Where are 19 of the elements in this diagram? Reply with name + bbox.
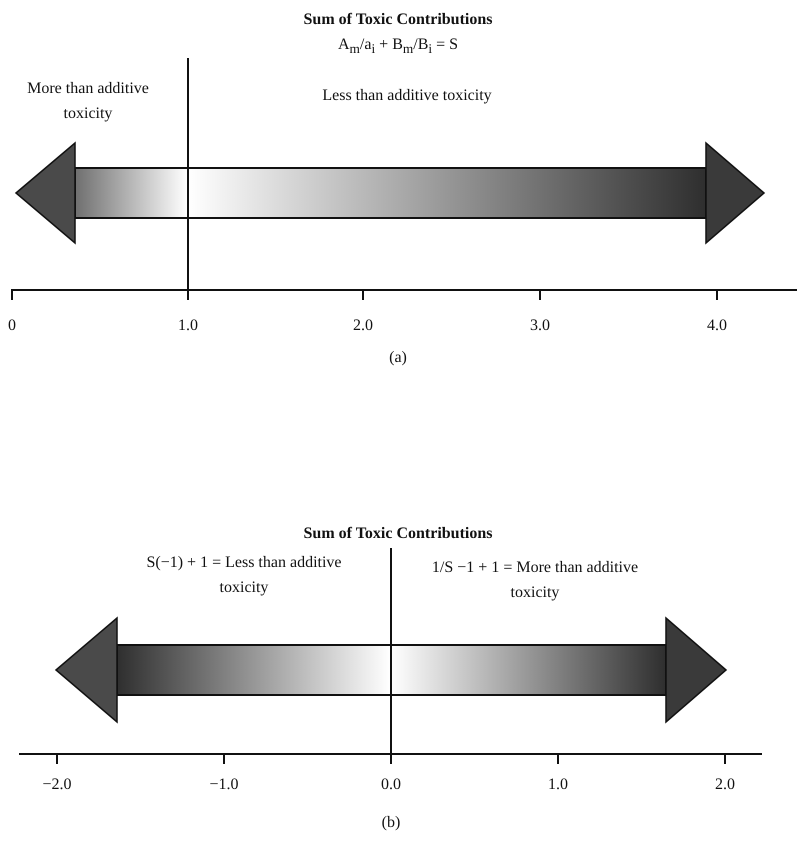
region-label: Less than additive toxicity: [322, 86, 492, 106]
tick-label: 0: [8, 316, 16, 336]
panel-label: (b): [382, 813, 400, 833]
tick-label: −1.0: [209, 775, 239, 795]
tick-label: 0.0: [381, 775, 401, 795]
region-label: S(−1) + 1 = Less than additive toxicity: [145, 553, 343, 598]
tick-label: 1.0: [178, 316, 198, 336]
tick-label: 2.0: [715, 775, 735, 795]
tick-label: 2.0: [353, 316, 373, 336]
tick-label: −2.0: [42, 775, 72, 795]
chart-title: Sum of Toxic Contributions: [304, 524, 492, 544]
region-label: 1/S −1 + 1 = More than additive toxicity: [430, 558, 640, 603]
formula: A$_{m}$/a$_{i}$ + B$_{m}$/B$_{i}$ = S: [338, 35, 458, 58]
tick-label: 3.0: [530, 316, 550, 336]
chart-title: Sum of Toxic Contributions: [304, 10, 492, 30]
tick-label: 1.0: [548, 775, 568, 795]
tick-label: 4.0: [707, 316, 727, 336]
region-label: More than additive toxicity: [26, 79, 150, 124]
panel-label: (a): [389, 348, 407, 368]
